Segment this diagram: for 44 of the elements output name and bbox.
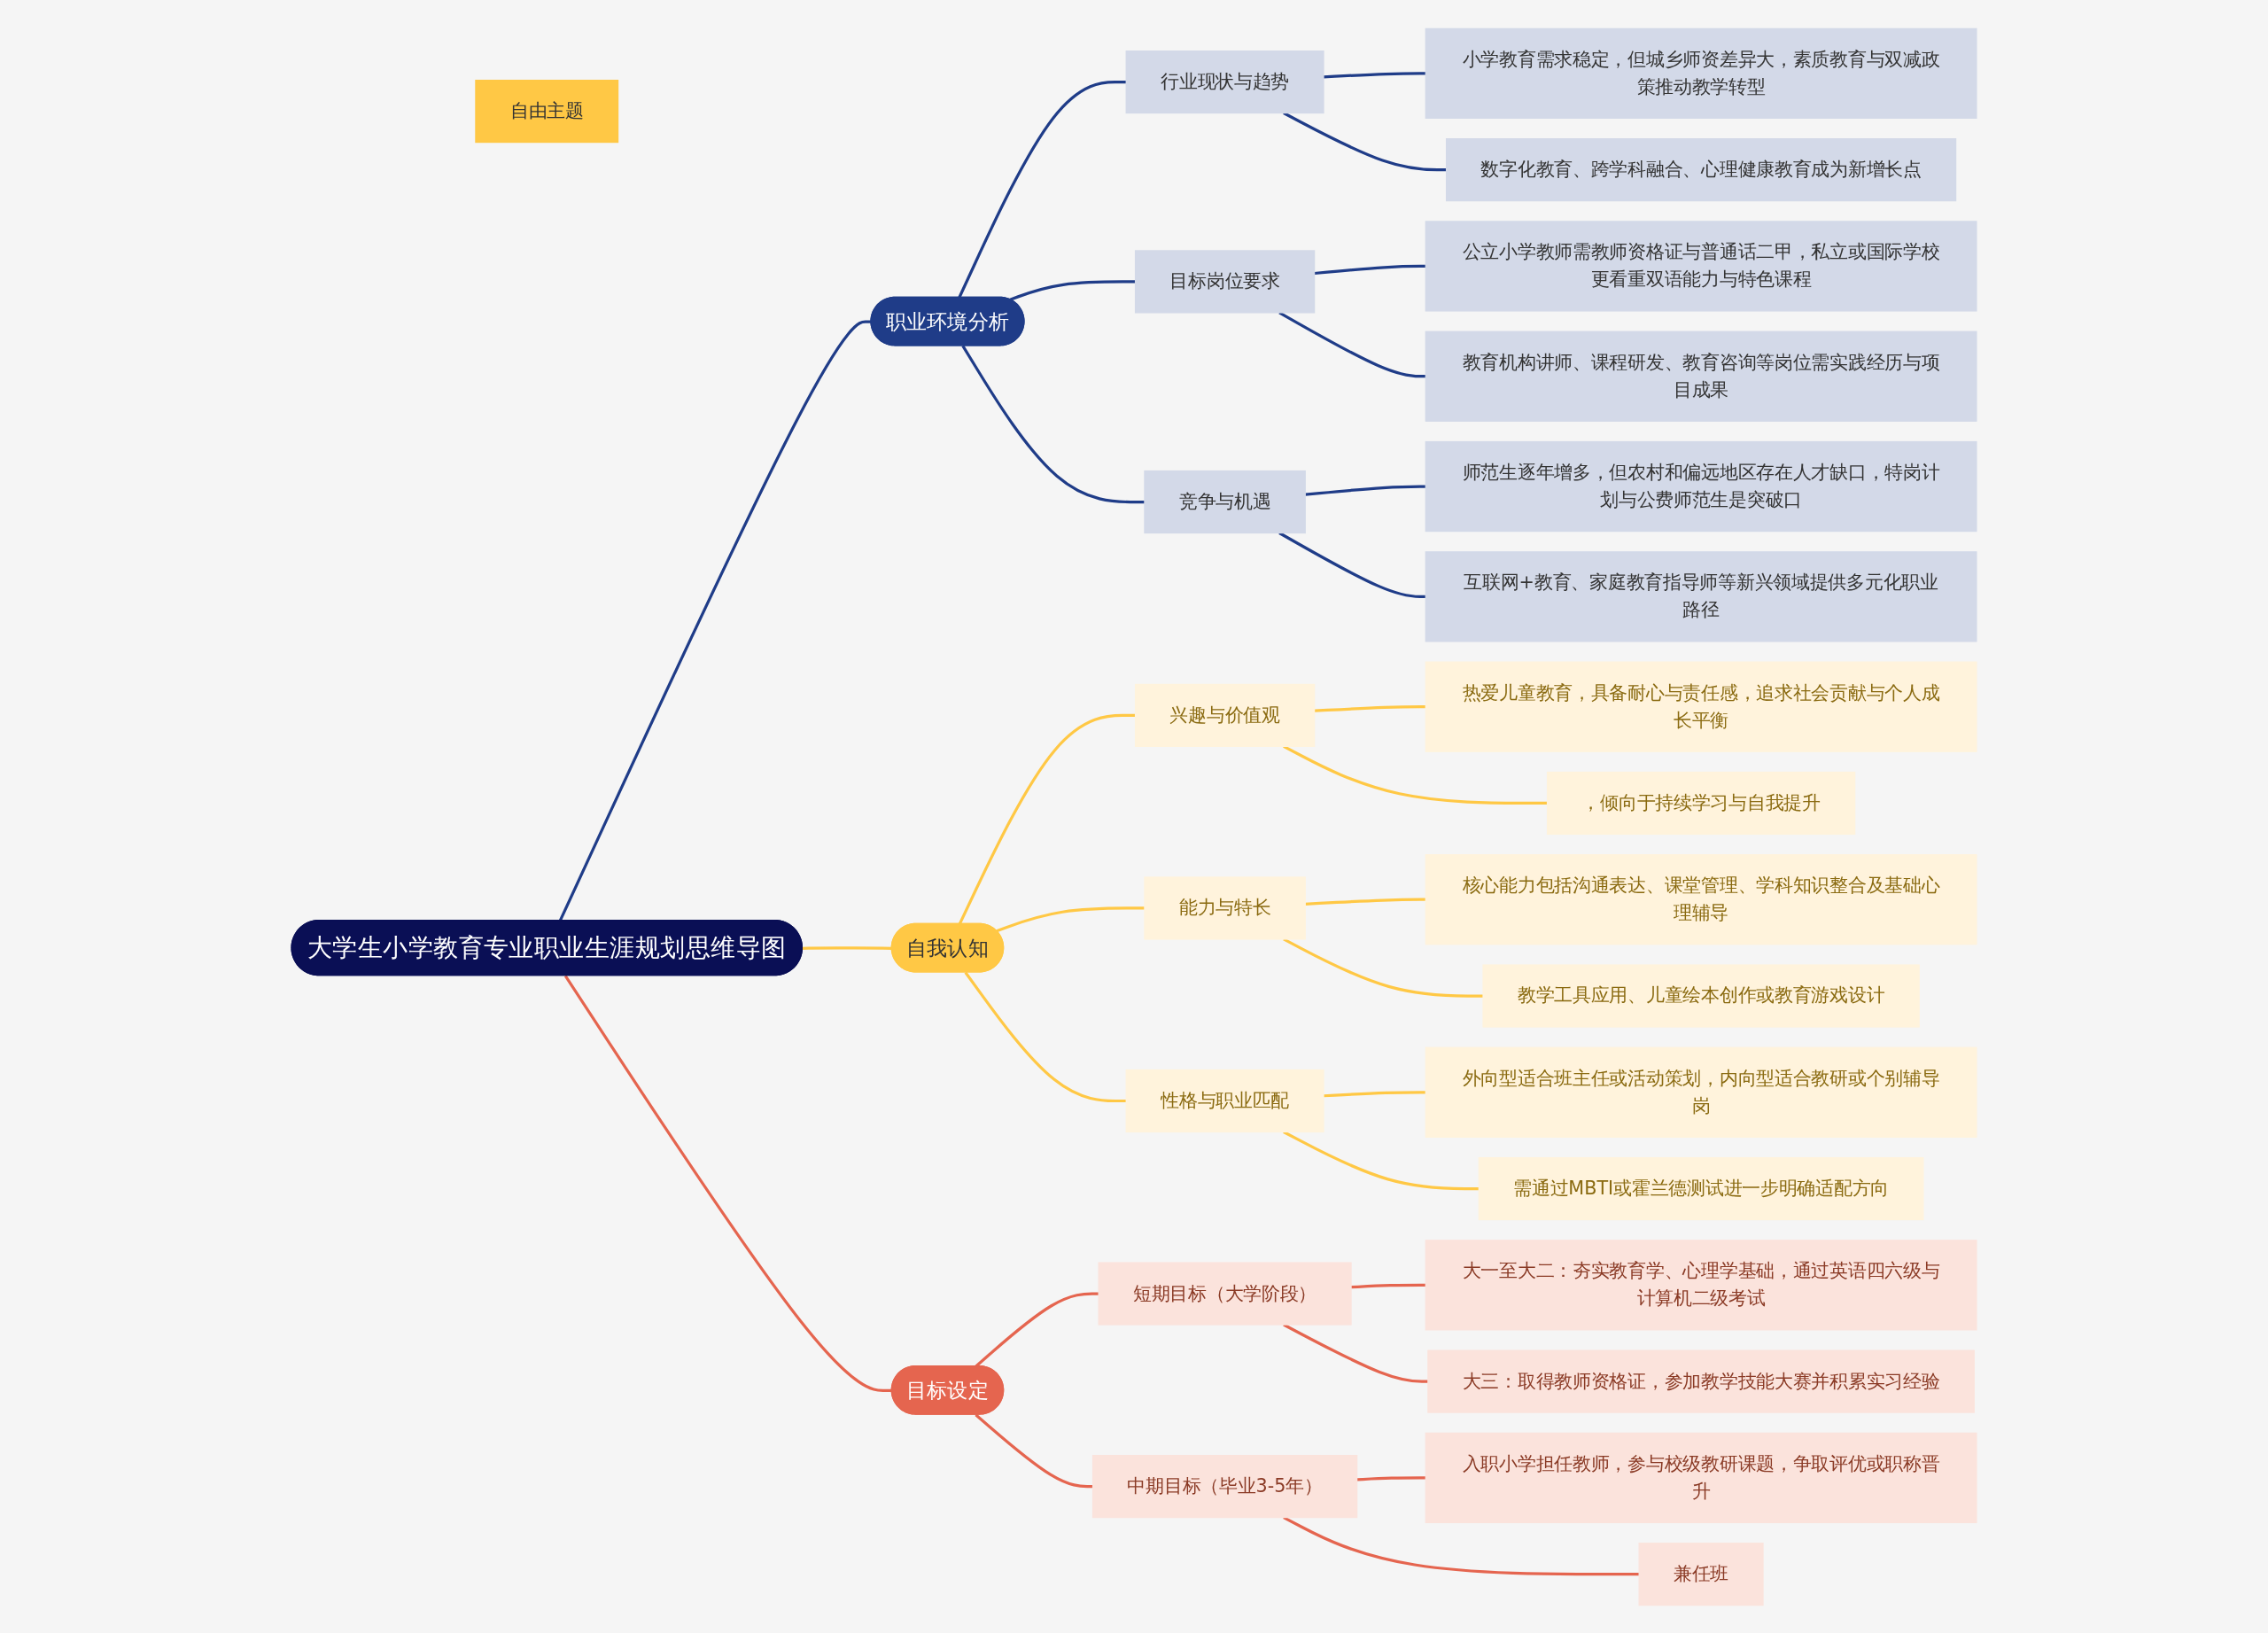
connector <box>964 971 1127 1102</box>
node-box: 数字化教育、跨学科融合、心理健康教育成为新增长点 <box>1445 137 1957 201</box>
node-box: 兴趣与价值观 <box>1134 683 1316 747</box>
node-box: 行业现状与趋势 <box>1125 50 1324 113</box>
node-box: 大一至大二：夯实教育学、心理学基础，通过英语四六级与计算机二级考试 <box>1425 1239 1977 1330</box>
node-box: 目标岗位要求 <box>1134 249 1316 313</box>
node-box: 需通过MBTI或霍兰德测试进一步明确适配方向 <box>1478 1156 1924 1220</box>
connector <box>996 906 1145 932</box>
connector <box>1283 1130 1480 1190</box>
node-box: 入职小学担任教师，参与校级教研课题，争取评优或职称晋升 <box>1425 1432 1977 1523</box>
node-box: 热爱儿童教育，具备耐心与责任感，追求社会贡献与个人成长平衡 <box>1425 661 1977 752</box>
node-box: 兼任班 <box>1638 1542 1764 1606</box>
node-box: 师范生逐年增多，但农村和偏远地区存在人才缺口，特岗计划与公费师范生是突破口 <box>1425 440 1977 532</box>
connector <box>1314 264 1426 275</box>
node-box: 能力与特长 <box>1144 875 1306 940</box>
node-box: 自由主题 <box>475 79 619 143</box>
node-box: ，倾向于持续学习与自我提升 <box>1546 771 1856 835</box>
connector <box>1009 279 1136 301</box>
node-box: 互联网+教育、家庭教育指导师等新兴领域提供多元化职业路径 <box>1425 550 1977 642</box>
node-box: 教育机构讲师、课程研发、教育咨询等岗位需实践经历与项目成果 <box>1425 330 1977 422</box>
connector <box>1283 1323 1428 1383</box>
connector <box>961 345 1145 503</box>
connector <box>975 1291 1099 1367</box>
node-box: 性格与职业匹配 <box>1125 1069 1324 1132</box>
node-box: 公立小学教师需教师资格证与普通话二甲，私立或国际学校更看重双语能力与特色课程 <box>1425 220 1977 312</box>
connector <box>975 1412 1093 1488</box>
connector <box>1323 71 1426 78</box>
connector <box>1314 704 1426 712</box>
connector <box>802 945 892 950</box>
connector <box>1305 484 1426 496</box>
node-box: 小学教育需求稳定，但城乡师资差异大，素质教育与双减政策推动教学转型 <box>1425 27 1977 119</box>
connector <box>563 974 892 1392</box>
node-box: 中期目标（毕业3-5年） <box>1091 1454 1358 1518</box>
connector <box>558 320 872 921</box>
node-box: 外向型适合班主任或活动策划，内向型适合教研或个别辅导岗 <box>1425 1046 1977 1138</box>
connector <box>1356 1475 1426 1481</box>
node-box: 竞争与机遇 <box>1144 470 1306 533</box>
node-box: 大三：取得教师资格证，参加教学技能大赛并积累实习经验 <box>1427 1349 1975 1413</box>
node-box: 短期目标（大学阶段） <box>1098 1261 1352 1326</box>
node-box: 核心能力包括沟通表达、课堂管理、学科知识整合及基础心理辅导 <box>1425 853 1977 945</box>
node-box: 教学工具应用、儿童绘本创作或教育游戏设计 <box>1482 963 1920 1028</box>
connector <box>1323 1090 1426 1097</box>
connector <box>1305 898 1426 906</box>
connector <box>1283 744 1548 805</box>
